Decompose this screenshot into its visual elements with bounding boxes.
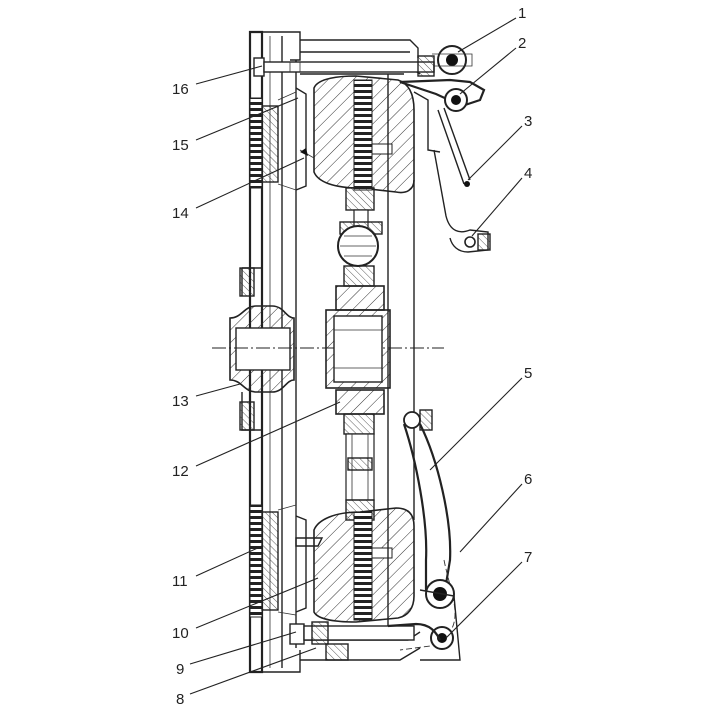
svg-text:12: 12	[172, 463, 189, 480]
lower-pressure-plate	[295, 507, 421, 641]
top-bolt	[253, 55, 435, 77]
callout-15: 15	[172, 97, 299, 154]
svg-text:10: 10	[172, 625, 189, 642]
svg-text:2: 2	[518, 35, 526, 52]
lower-spline-column	[335, 389, 385, 521]
callout-6: 6	[459, 471, 532, 553]
bottom-bolt	[289, 621, 441, 661]
central-bearing	[325, 309, 391, 389]
svg-text:9: 9	[176, 661, 184, 678]
svg-text:4: 4	[524, 165, 532, 182]
callout-9: 9	[176, 631, 297, 678]
callout-1: 1	[457, 5, 526, 53]
svg-text:8: 8	[176, 691, 184, 708]
callout-16: 16	[172, 65, 263, 98]
svg-text:15: 15	[172, 137, 189, 154]
svg-text:1: 1	[518, 5, 526, 22]
svg-text:3: 3	[524, 113, 532, 130]
svg-text:5: 5	[524, 365, 532, 382]
upper-spline-column	[335, 187, 385, 311]
callout-5: 5	[429, 365, 532, 471]
callout-12: 12	[172, 401, 341, 480]
callout-8: 8	[176, 647, 317, 708]
svg-text:11: 11	[172, 573, 188, 590]
svg-text:7: 7	[524, 549, 532, 566]
lower-release-lever	[399, 409, 461, 661]
callout-11: 11	[172, 545, 263, 590]
callout-7: 7	[445, 549, 532, 639]
svg-text:6: 6	[524, 471, 532, 488]
cover-plate-inner	[295, 87, 315, 613]
svg-text:13: 13	[172, 393, 189, 410]
friction-linings-left	[249, 91, 297, 618]
upper-pressure-plate	[300, 65, 421, 194]
callout-2: 2	[459, 35, 526, 95]
svg-text:16: 16	[172, 81, 189, 98]
callout-3: 3	[467, 113, 532, 181]
callout-14: 14	[172, 157, 305, 222]
callout-10: 10	[172, 577, 319, 642]
callout-13: 13	[172, 383, 241, 410]
callout-4: 4	[471, 165, 532, 237]
svg-text:14: 14	[172, 205, 189, 222]
upper-release-lever	[399, 45, 491, 253]
hub	[229, 267, 295, 431]
